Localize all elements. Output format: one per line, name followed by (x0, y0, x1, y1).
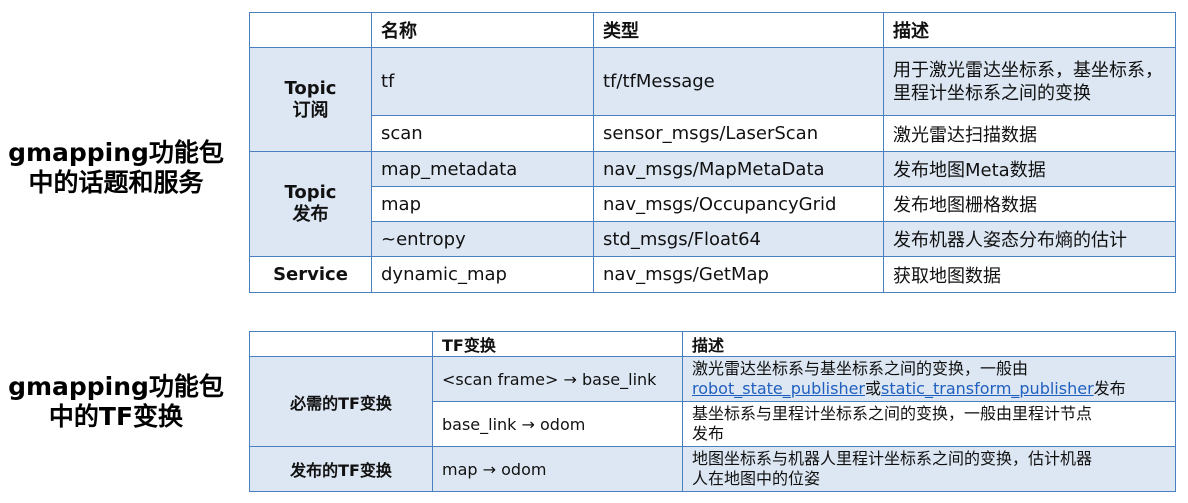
cell-desc: 用于激光雷达坐标系，基坐标系， 里程计坐标系之间的变换 (883, 47, 1176, 116)
table-row: 必需的TF变换 <scan frame> → base_link 激光雷达坐标系… (249, 356, 1176, 447)
cell-desc: 发布地图Meta数据 (883, 151, 1176, 187)
cell-desc: 激光雷达扫描数据 (883, 115, 1176, 152)
cell-tf: <scan frame> → base_link (432, 356, 683, 402)
cell-type: tf/tfMessage (593, 47, 884, 116)
cell-desc: 发布地图栅格数据 (883, 186, 1176, 222)
cell-type: std_msgs/Float64 (593, 221, 884, 257)
cell-desc: 发布机器人姿态分布熵的估计 (883, 221, 1176, 257)
header-type: 类型 (593, 12, 884, 48)
header-empty (249, 12, 372, 48)
header-tf: TF变换 (432, 331, 683, 357)
group-service: Service (249, 256, 372, 293)
table-row: Service dynamic_map nav_msgs/GetMap 获取地图… (249, 256, 1176, 293)
group-topic-subscribe: Topic 订阅 (249, 47, 372, 152)
cell-type: nav_msgs/GetMap (593, 256, 884, 293)
header-desc: 描述 (883, 12, 1176, 48)
static-transform-publisher-link[interactable]: static_transform_publisher (881, 379, 1094, 398)
cell-name: map_metadata (371, 151, 594, 187)
cell-desc: 地图坐标系与机器人里程计坐标系之间的变换，估计机器 人在地图中的位姿 (682, 446, 1176, 492)
tf-transforms-table: TF变换 描述 必需的TF变换 <scan frame> → base_link… (249, 331, 1176, 492)
topics-services-title: gmapping功能包 中的话题和服务 (0, 138, 232, 198)
cell-desc: 激光雷达坐标系与基坐标系之间的变换，一般由 robot_state_publis… (682, 356, 1176, 402)
group-required-tf: 必需的TF变换 (249, 356, 433, 447)
title1-line1: gmapping功能包 (8, 138, 224, 167)
table-row: base_link → odom 基坐标系与里程计坐标系之间的变换，一般由里程计… (250, 401, 1176, 447)
title1-line2: 中的话题和服务 (28, 168, 204, 197)
cell-type: sensor_msgs/LaserScan (593, 115, 884, 152)
group-topic-publish: Topic 发布 (249, 151, 372, 257)
cell-tf: base_link → odom (432, 401, 683, 447)
cell-name: dynamic_map (371, 256, 594, 293)
table-row: scan sensor_msgs/LaserScan 激光雷达扫描数据 (250, 115, 1176, 152)
robot-state-publisher-link[interactable]: robot_state_publisher (692, 379, 866, 398)
cell-desc: 基坐标系与里程计坐标系之间的变换，一般由里程计节点 发布 (682, 401, 1176, 447)
table-row: ~entropy std_msgs/Float64 发布机器人姿态分布熵的估计 (250, 221, 1176, 257)
header-desc: 描述 (682, 331, 1176, 357)
header-empty (249, 331, 433, 357)
table-row: Topic 发布 map_metadata nav_msgs/MapMetaDa… (249, 151, 1176, 257)
cell-name: ~entropy (371, 221, 594, 257)
table-row: map nav_msgs/OccupancyGrid 发布地图栅格数据 (250, 186, 1176, 222)
cell-desc: 获取地图数据 (883, 256, 1176, 293)
header-name: 名称 (371, 12, 594, 48)
title2-line1: gmapping功能包 (8, 372, 224, 401)
cell-tf: map → odom (432, 446, 683, 492)
cell-name: tf (371, 47, 594, 116)
table-header-row: 名称 类型 描述 (249, 12, 1176, 48)
tf-transforms-title: gmapping功能包 中的TF变换 (0, 372, 232, 432)
cell-type: nav_msgs/OccupancyGrid (593, 186, 884, 222)
cell-name: map (371, 186, 594, 222)
group-published-tf: 发布的TF变换 (249, 446, 433, 492)
table-header-row: TF变换 描述 (249, 331, 1176, 357)
table-row: Topic 订阅 tf tf/tfMessage 用于激光雷达坐标系，基坐标系，… (249, 47, 1176, 152)
table-row: 发布的TF变换 map → odom 地图坐标系与机器人里程计坐标系之间的变换，… (249, 446, 1176, 492)
cell-name: scan (371, 115, 594, 152)
topics-services-table: 名称 类型 描述 Topic 订阅 tf tf/tfMessage 用于激光雷达… (249, 12, 1176, 293)
cell-type: nav_msgs/MapMetaData (593, 151, 884, 187)
title2-line2: 中的TF变换 (48, 402, 184, 431)
